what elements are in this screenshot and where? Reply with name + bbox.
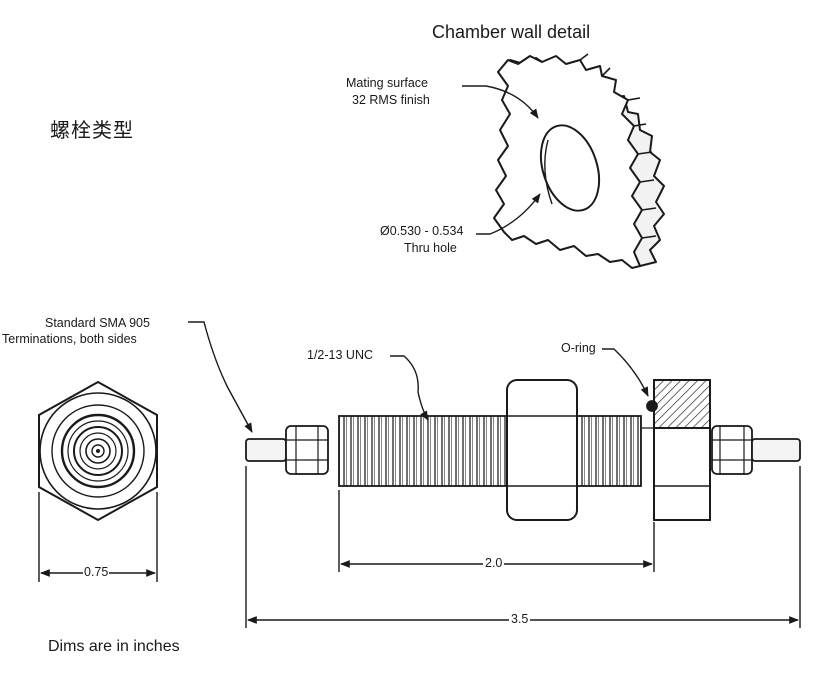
dim-overall-length-value: 3.5 [509,612,531,626]
hole-diameter-label: Ø0.530 - 0.534 [380,224,464,238]
thread-label: 1/2-13 UNC [307,348,373,362]
finish-label: 32 RMS finish [352,93,430,107]
units-note: Dims are in inches [48,638,180,655]
dim-width-value: 0.75 [83,565,110,579]
mating-surface-label: Mating surface [346,76,428,90]
hex-end-view [38,380,158,522]
diagram-title: Chamber wall detail [432,22,591,42]
thru-hole-leader [476,193,541,235]
oring-label: O-ring [561,341,596,355]
bolt-type-label: 螺栓类型 [50,118,134,142]
sma-leader [188,321,253,433]
mating-surface-leader [462,85,539,119]
sma-label: Standard SMA 905 [45,316,150,330]
bolt-side-view [245,379,801,521]
chamber-wall-plate [493,53,665,269]
terminations-label: Terminations, both sides [2,332,137,346]
thru-hole-label: Thru hole [404,241,457,255]
oring-leader [602,348,649,397]
thread-leader [390,355,429,421]
dim-thread-length-value: 2.0 [483,556,505,570]
